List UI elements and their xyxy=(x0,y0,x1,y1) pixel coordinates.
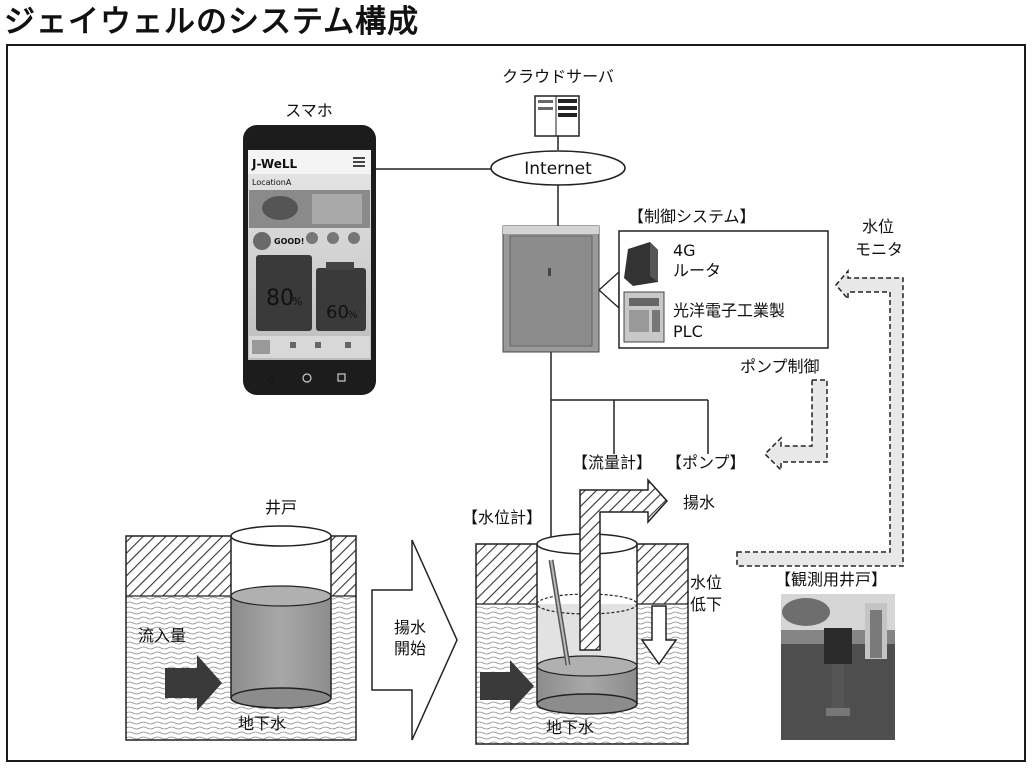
internet-ellipse xyxy=(490,150,626,186)
flow-meter-label: 【流量計】 xyxy=(572,453,652,472)
page-title: ジェイウェルのシステム構成 xyxy=(4,4,420,40)
app-status: GOOD! xyxy=(274,237,304,246)
start-pumping-line1: 揚水 xyxy=(394,618,426,637)
water-level-monitor-line2: モニタ xyxy=(855,240,903,259)
router-label-line1: 4G xyxy=(673,241,696,260)
smartphone: J-WeLL LocationA GOOD! 80 % 60 % ◁ xyxy=(243,125,376,395)
level-drop-arrow xyxy=(640,605,678,666)
observation-well-label: 【観測用井戸】 xyxy=(775,570,887,589)
control-system-label: 【制御システム】 xyxy=(628,207,756,226)
control-cabinet xyxy=(502,225,600,353)
pump-label: 【ポンプ】 xyxy=(666,453,746,472)
right-well xyxy=(475,533,689,745)
plc-icon xyxy=(623,291,665,343)
connection-lines xyxy=(376,136,709,668)
server-icon xyxy=(534,95,580,137)
smartphone-label: スマホ xyxy=(285,101,333,120)
internet-label: Internet xyxy=(524,159,592,179)
svg-text:◁: ◁ xyxy=(266,374,274,385)
groundwater-left-label: 地下水 xyxy=(238,714,286,733)
app-gauge-right-unit: % xyxy=(348,310,358,321)
start-pumping-arrow xyxy=(371,539,458,741)
pump-control-label: ポンプ制御 xyxy=(740,357,820,376)
router-icon xyxy=(624,242,658,286)
app-location: LocationA xyxy=(252,178,292,187)
app-gauge-right: 60 xyxy=(326,302,349,323)
level-drop-line2: 低下 xyxy=(690,595,722,614)
pumping-label: 揚水 xyxy=(683,493,715,512)
plc-label-line1: 光洋電子工業製 xyxy=(673,301,785,320)
level-drop-line1: 水位 xyxy=(690,573,722,592)
start-pumping-line2: 開始 xyxy=(394,639,426,658)
cloud-server-label: クラウドサーバ xyxy=(502,67,614,86)
app-gauge-left-unit: % xyxy=(292,295,302,308)
plc-label-line2: PLC xyxy=(673,322,703,341)
inflow-label: 流入量 xyxy=(138,626,186,645)
water-level-monitor-arrow xyxy=(736,268,904,567)
pumping-pipe-arrow xyxy=(579,478,669,651)
well-label: 井戸 xyxy=(265,498,297,517)
water-level-monitor-line1: 水位 xyxy=(862,217,894,236)
pump-control-arrow xyxy=(763,379,828,472)
app-logo: J-WeLL xyxy=(251,157,298,171)
water-level-meter-label: 【水位計】 xyxy=(462,508,542,527)
router-label-line2: ルータ xyxy=(673,261,721,280)
left-well xyxy=(125,525,357,741)
observation-well-photo xyxy=(781,594,895,740)
app-gauge-left: 80 xyxy=(266,286,294,311)
diagram-frame xyxy=(6,44,1026,762)
groundwater-right-label: 地下水 xyxy=(546,718,594,737)
